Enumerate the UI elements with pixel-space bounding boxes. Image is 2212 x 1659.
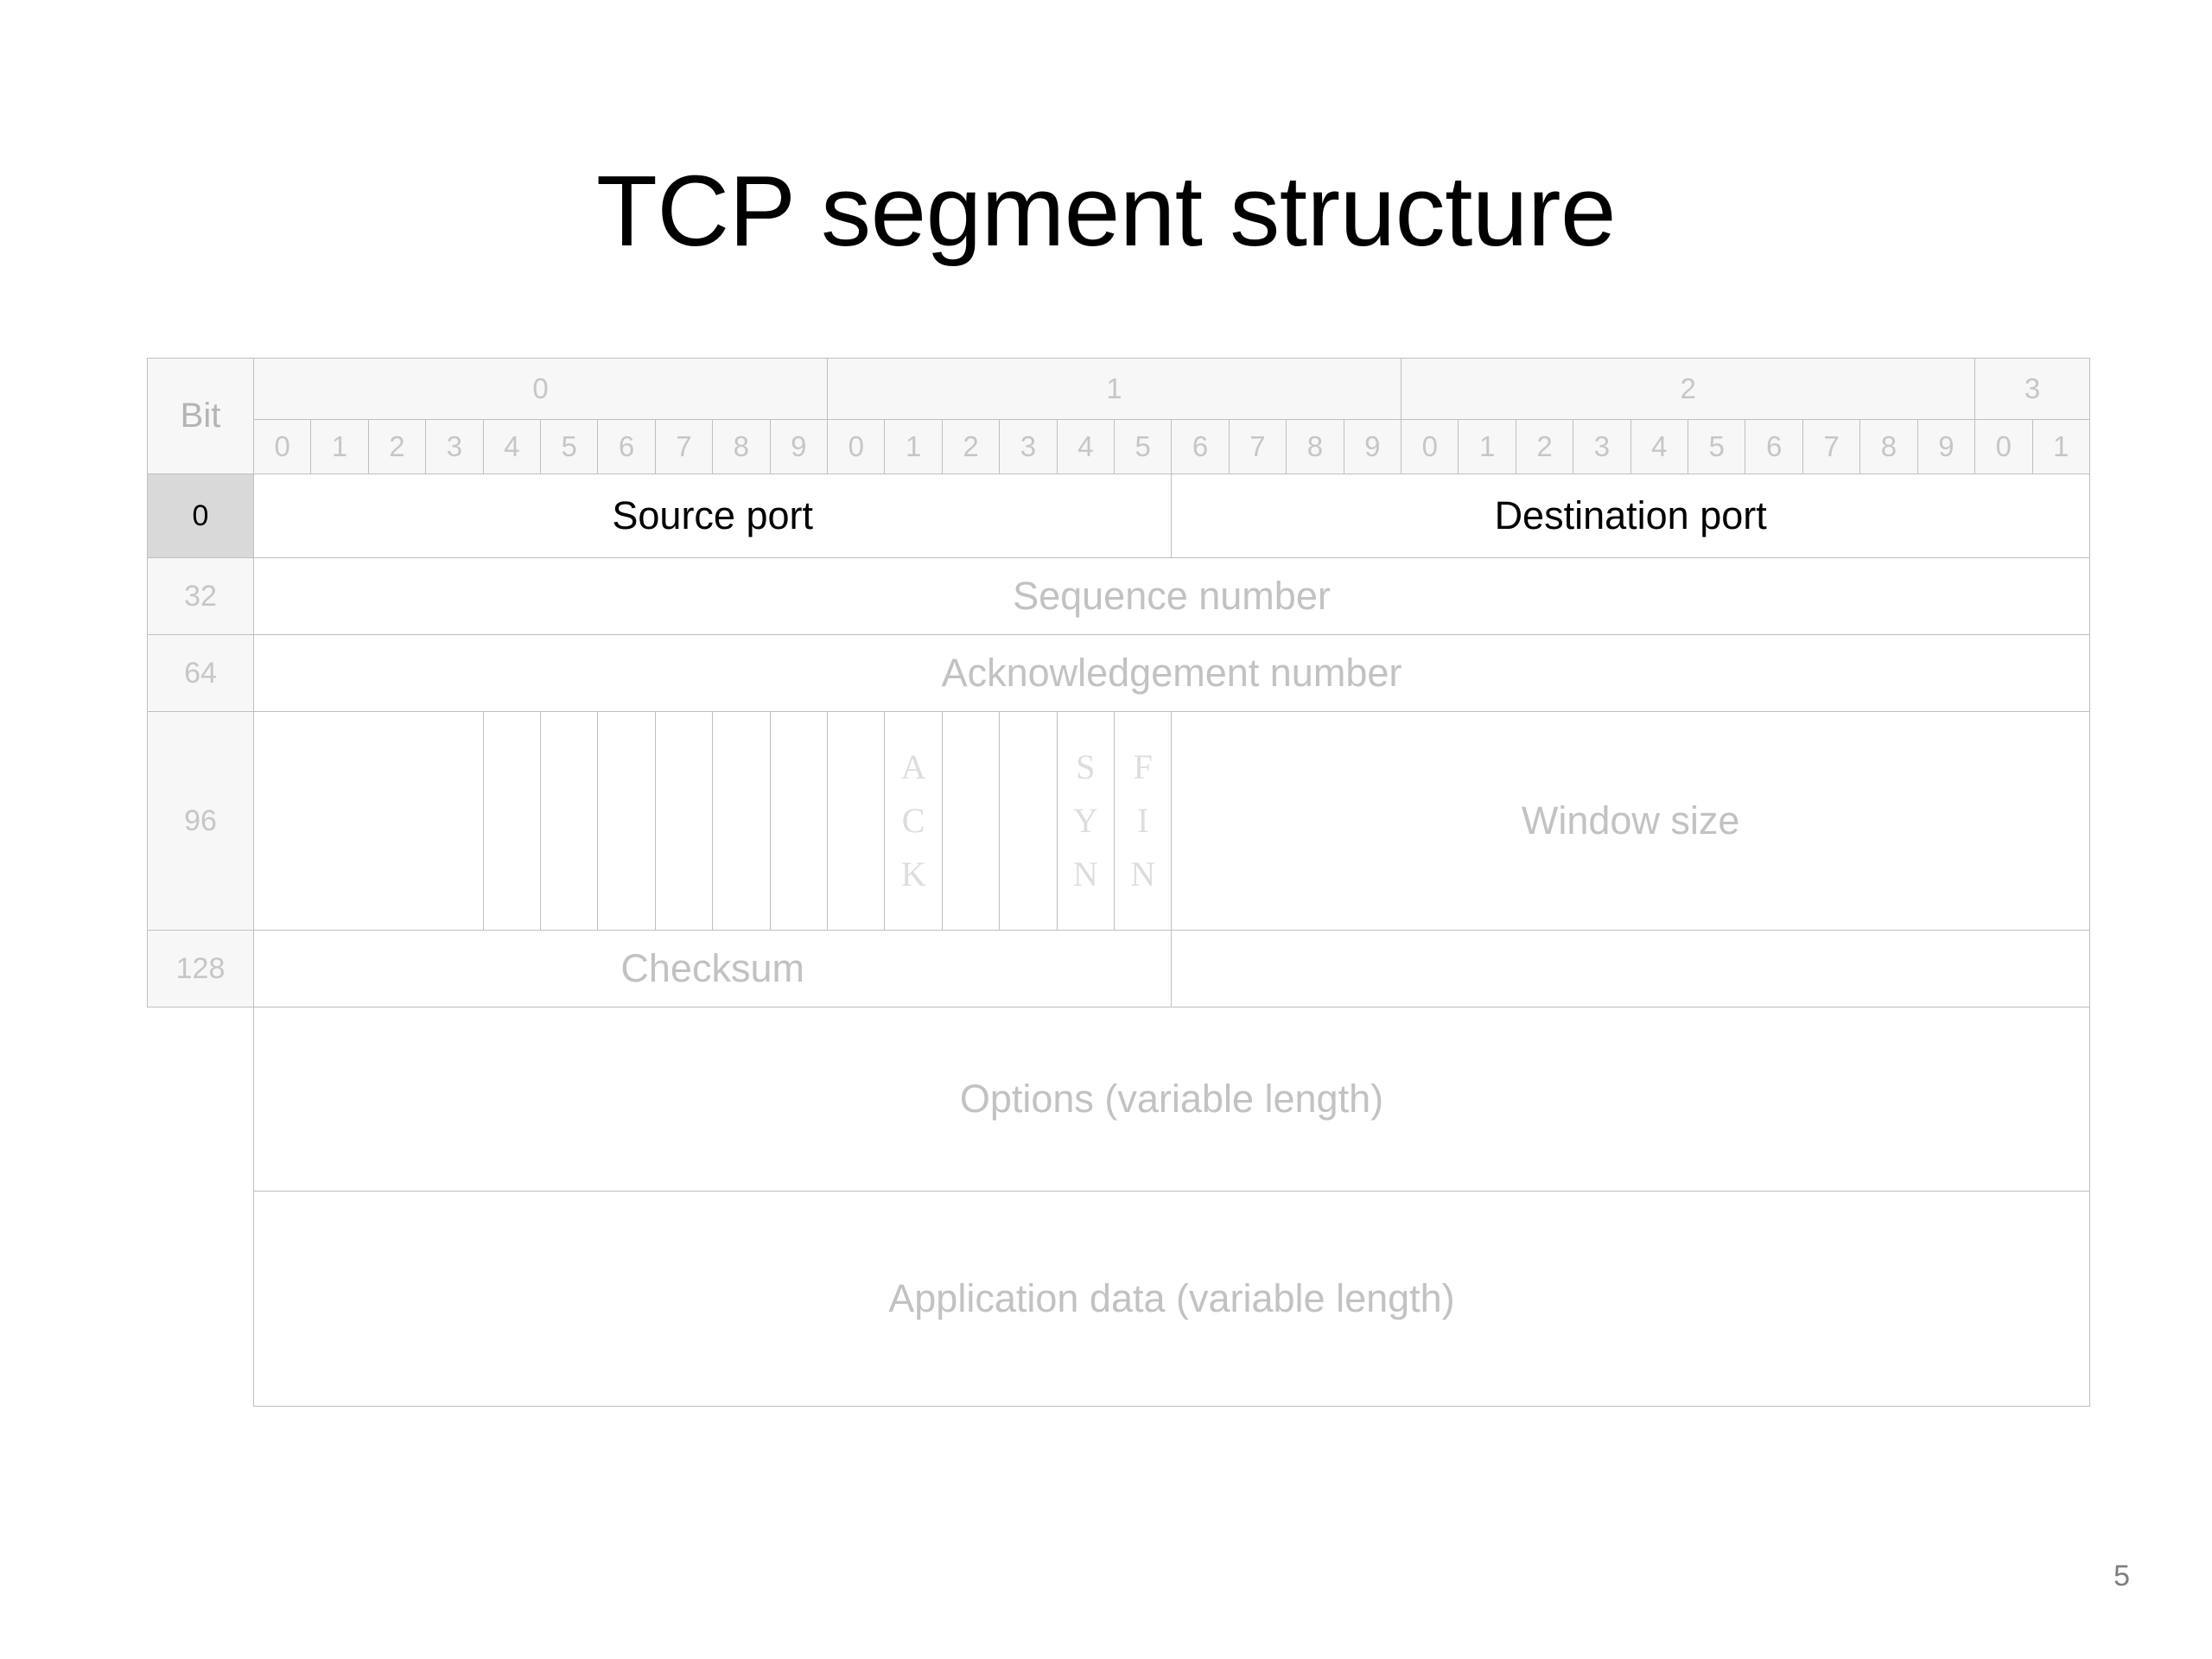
decade-header-3: 3: [1974, 358, 2090, 420]
field-reserved-bit-3: [597, 711, 656, 931]
flag-letter: S: [1076, 747, 1096, 786]
bit-number-11: 1: [884, 419, 943, 474]
bit-offset-64: 64: [147, 634, 254, 712]
bit-number-31: 1: [2031, 419, 2090, 474]
bit-number-10: 0: [827, 419, 886, 474]
decade-header-2: 2: [1401, 358, 1976, 420]
bit-number-17: 7: [1228, 419, 1287, 474]
table-row: Application data (variable length): [147, 1191, 2090, 1407]
field-reserved-bit-7: [827, 711, 886, 931]
flag-letter: Y: [1072, 801, 1098, 840]
flag-letter: N: [1072, 855, 1098, 893]
bit-number-19: 9: [1343, 419, 1402, 474]
field-reserved-bit-9: [941, 711, 1001, 931]
bit-offset-32: 32: [147, 557, 254, 635]
decade-header-0: 0: [252, 358, 829, 420]
field-options-variable-length: Options (variable length): [253, 1007, 2090, 1192]
field-reserved-bit-1: [1171, 930, 2090, 1007]
bit-number-30: 0: [1974, 419, 2033, 474]
field-window-size: Window size: [1171, 711, 2090, 931]
table-row: Options (variable length): [147, 1007, 2090, 1192]
field-reserved-bit-1: [482, 711, 541, 931]
field-reserved-bit-10: [999, 711, 1058, 931]
bit-number-20: 0: [1401, 419, 1459, 474]
bit-number-7: 7: [654, 419, 714, 474]
flag-letter: A: [900, 747, 926, 786]
bit-number-2: 2: [367, 419, 427, 474]
field-reserved-bit-5: [712, 711, 771, 931]
flag-letter: K: [900, 855, 926, 893]
offset-spacer: [147, 1007, 254, 1192]
bit-offset-96: 96: [147, 711, 254, 931]
bit-number-9: 9: [769, 419, 829, 474]
bit-number-22: 2: [1515, 419, 1574, 474]
bit-number-16: 6: [1171, 419, 1230, 474]
bit-number-13: 3: [999, 419, 1058, 474]
field-acknowledgement-number: Acknowledgement number: [253, 634, 2090, 712]
bit-axis-label: Bit: [147, 358, 254, 474]
field-reserved-bit-0: [253, 711, 484, 931]
field-source-port: Source port: [252, 474, 1173, 558]
field-reserved-bit-2: [539, 711, 599, 931]
page-number: 5: [2113, 1560, 2130, 1592]
field-sequence-number: Sequence number: [253, 557, 2090, 635]
field-checksum: Checksum: [252, 930, 1173, 1007]
flag-letter: I: [1137, 801, 1149, 840]
bit-number-3: 3: [425, 419, 484, 474]
bit-number-0: 0: [252, 419, 312, 474]
decade-header-1: 1: [827, 358, 1402, 420]
bit-number-5: 5: [539, 419, 599, 474]
bit-number-25: 5: [1688, 419, 1746, 474]
bit-number-1: 1: [310, 419, 369, 474]
bit-offset-0: 0: [147, 474, 254, 558]
field-application-data-variable-length: Application data (variable length): [253, 1191, 2090, 1407]
page-title: TCP segment structure: [595, 155, 1617, 267]
field-reserved-bit-4: [654, 711, 714, 931]
flag-letter: F: [1133, 747, 1153, 786]
bit-number-12: 2: [941, 419, 1001, 474]
bit-number-26: 6: [1745, 419, 1803, 474]
bit-number-14: 4: [1056, 419, 1116, 474]
bit-number-28: 8: [1859, 419, 1918, 474]
bit-number-8: 8: [712, 419, 771, 474]
flag-letter: C: [901, 801, 925, 840]
bit-number-29: 9: [1916, 419, 1976, 474]
bit-number-6: 6: [597, 419, 656, 474]
bit-offset-128: 128: [147, 930, 254, 1007]
bit-number-23: 3: [1573, 419, 1631, 474]
field-destination-port: Destination port: [1171, 474, 2090, 558]
field-reserved-bit-6: [769, 711, 829, 931]
bit-number-21: 1: [1458, 419, 1516, 474]
flag-letter: N: [1130, 855, 1156, 893]
bit-number-15: 5: [1113, 419, 1173, 474]
bit-number-18: 8: [1286, 419, 1344, 474]
bit-number-27: 7: [1802, 419, 1861, 474]
offset-spacer: [147, 1191, 254, 1407]
bit-number-4: 4: [482, 419, 541, 474]
bit-number-24: 4: [1630, 419, 1689, 474]
